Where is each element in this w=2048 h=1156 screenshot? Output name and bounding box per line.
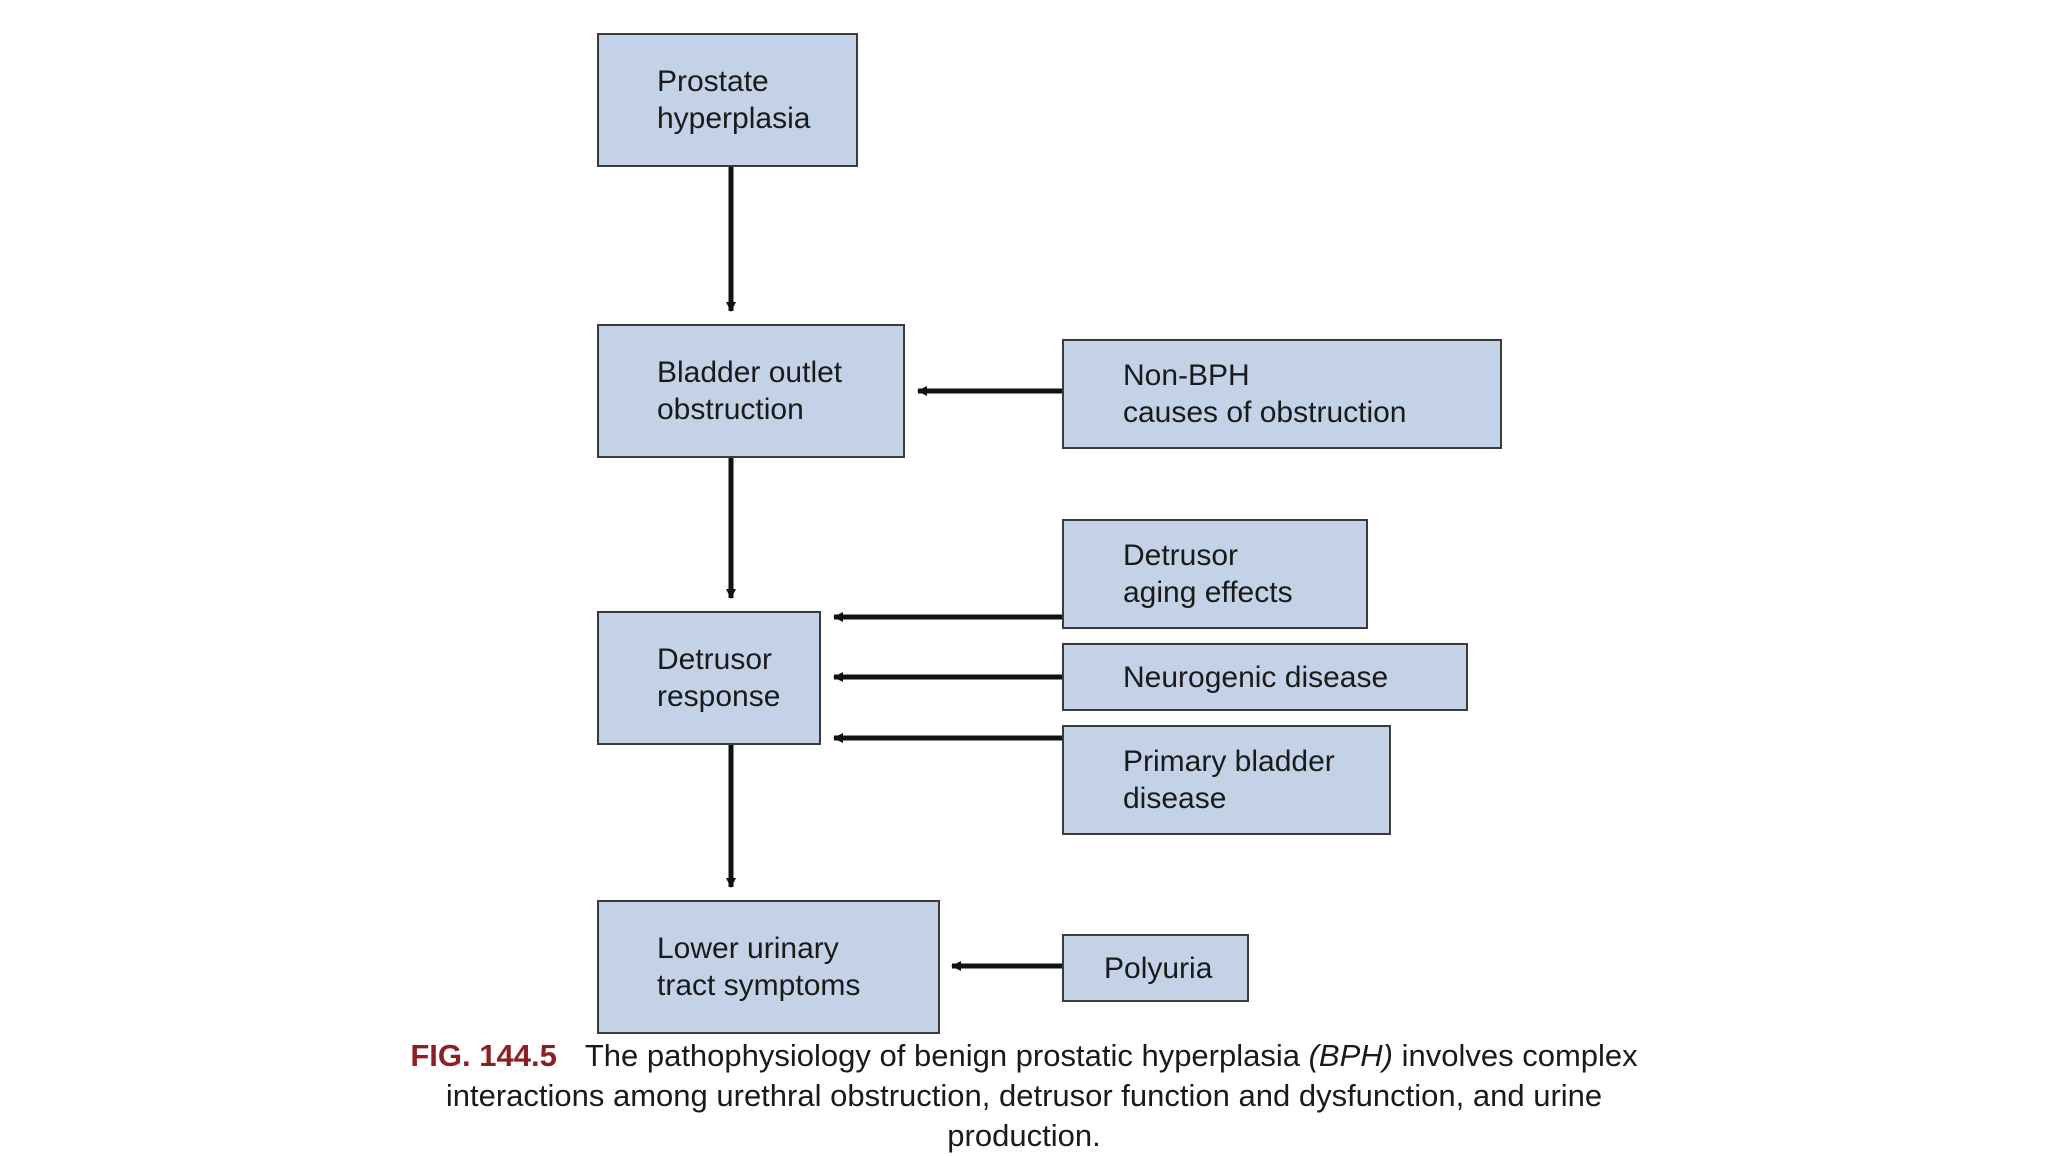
node-primary-bladder-disease: Primary bladder disease: [1062, 725, 1391, 835]
node-neurogenic-disease: Neurogenic disease: [1062, 643, 1468, 711]
node-polyuria-label: Polyuria: [1104, 951, 1213, 985]
caption-text-part2: involves complex interactions among uret…: [445, 1038, 1638, 1153]
figure-caption: FIG. 144.5 The pathophysiology of benign …: [374, 1036, 1674, 1156]
node-primary-bladder-disease-label: Primary bladder disease: [1123, 745, 1335, 815]
node-prostate-hyperplasia: Prostate hyperplasia: [597, 33, 858, 167]
node-detrusor-response: Detrusor response: [597, 611, 821, 745]
node-neurogenic-disease-label: Neurogenic disease: [1123, 660, 1389, 694]
caption-abbreviation: (BPH): [1308, 1038, 1393, 1073]
node-prostate-hyperplasia-label: Prostate hyperplasia: [657, 65, 811, 135]
node-non-bph-causes: Non-BPH causes of obstruction: [1062, 339, 1502, 449]
node-lower-urinary-tract-symptoms: Lower urinary tract symptoms: [597, 900, 940, 1034]
caption-text-part1: The pathophysiology of benign prostatic …: [584, 1038, 1309, 1073]
node-detrusor-aging-effects: Detrusor aging effects: [1062, 519, 1368, 629]
node-polyuria: Polyuria: [1062, 934, 1249, 1002]
node-lower-urinary-tract-symptoms-label: Lower urinary tract symptoms: [657, 932, 861, 1002]
node-bladder-outlet-obstruction-label: Bladder outlet obstruction: [657, 356, 843, 426]
node-detrusor-aging-effects-label: Detrusor aging effects: [1123, 539, 1293, 609]
node-detrusor-response-label: Detrusor response: [657, 643, 781, 713]
node-non-bph-causes-label: Non-BPH causes of obstruction: [1123, 359, 1407, 429]
node-bladder-outlet-obstruction: Bladder outlet obstruction: [597, 324, 905, 458]
caption-figure-label: FIG. 144.5: [410, 1038, 557, 1073]
